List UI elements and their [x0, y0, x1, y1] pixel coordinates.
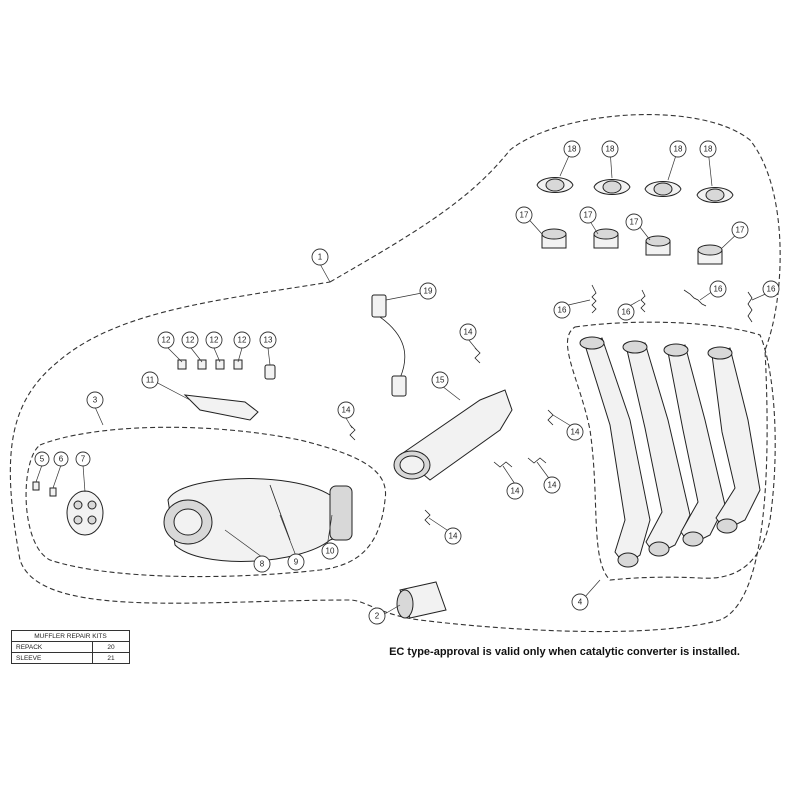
- springs-16: [591, 284, 753, 323]
- callout-number: 16: [767, 285, 776, 294]
- callout-number: 7: [81, 455, 86, 464]
- callout-number: 14: [548, 481, 557, 490]
- callout-17c: 17: [625, 213, 643, 231]
- group-4-outline: [566, 321, 776, 581]
- callout-16a: 16: [553, 301, 571, 319]
- callout-number: 3: [93, 396, 98, 405]
- callout-13: 13: [259, 331, 277, 349]
- muffler: [163, 478, 353, 562]
- callout-18b: 18: [601, 140, 619, 158]
- callout-9: 9: [287, 553, 305, 571]
- callout-16b: 16: [617, 303, 635, 321]
- callout-number: 12: [162, 336, 171, 345]
- callout-number: 6: [59, 455, 64, 464]
- callout-number: 13: [264, 336, 273, 345]
- repair-kits-title: MUFFLER REPAIR KITS: [11, 630, 130, 642]
- callout-2: 2: [368, 607, 386, 625]
- callout-number: 15: [436, 376, 445, 385]
- callout-number: 17: [630, 218, 639, 227]
- callout-14b: 14: [337, 401, 355, 419]
- callout-12c: 12: [205, 331, 223, 349]
- flanges-18: [536, 177, 734, 203]
- group-1-outline: [9, 114, 781, 633]
- callout-number: 14: [571, 428, 580, 437]
- callout-12a: 12: [157, 331, 175, 349]
- header-pipes: [579, 336, 761, 568]
- callout-12b: 12: [181, 331, 199, 349]
- callout-4: 4: [571, 593, 589, 611]
- callout-15: 15: [431, 371, 449, 389]
- muffler-repair-kits-table: MUFFLER REPAIR KITS REPACK 20 SLEEVE 21: [11, 630, 130, 664]
- callout-19: 19: [419, 282, 437, 300]
- callout-number: 16: [622, 308, 631, 317]
- callout-16d: 16: [762, 280, 780, 298]
- callout-14c: 14: [566, 423, 584, 441]
- callout-number: 11: [146, 376, 155, 385]
- callout-number: 8: [260, 560, 265, 569]
- callout-18d: 18: [699, 140, 717, 158]
- callout-17d: 17: [731, 221, 749, 239]
- callout-14d: 14: [506, 482, 524, 500]
- callout-number: 14: [342, 406, 351, 415]
- callout-3: 3: [86, 391, 104, 409]
- callout-10: 10: [321, 542, 339, 560]
- group-3-outline: [25, 426, 387, 578]
- callout-number: 2: [375, 612, 380, 621]
- gaskets-17: [541, 228, 723, 265]
- callout-number: 1: [318, 253, 323, 262]
- end-cap-7: [32, 481, 104, 536]
- callout-number: 19: [424, 287, 433, 296]
- callout-number: 16: [558, 306, 567, 315]
- callout-7: 7: [75, 451, 91, 467]
- callout-number: 12: [210, 336, 219, 345]
- callout-number: 18: [606, 145, 615, 154]
- callout-number: 4: [578, 598, 583, 607]
- callout-number: 14: [511, 487, 520, 496]
- callout-5: 5: [34, 451, 50, 467]
- callout-number: 12: [186, 336, 195, 345]
- callout-16c: 16: [709, 280, 727, 298]
- callout-12d: 12: [233, 331, 251, 349]
- ec-approval-note: EC type-approval is valid only when cata…: [389, 646, 740, 658]
- springs-14: [349, 347, 554, 526]
- callout-number: 12: [238, 336, 247, 345]
- callout-number: 14: [449, 532, 458, 541]
- callout-number: 17: [520, 211, 529, 220]
- callout-number: 14: [464, 328, 473, 337]
- callout-number: 18: [704, 145, 713, 154]
- callout-number: 18: [568, 145, 577, 154]
- sensor-19: [371, 294, 407, 397]
- kit-number: 21: [92, 652, 130, 664]
- callout-18a: 18: [563, 140, 581, 158]
- sleeve-2: [396, 581, 447, 619]
- callout-bubbles: 1 2 3 4 5 6 7 8 9 10 11 12 12 12 12 13 1…: [34, 140, 780, 625]
- table-row: SLEEVE 21: [11, 652, 130, 664]
- callout-17b: 17: [579, 206, 597, 224]
- callout-number: 9: [294, 558, 299, 567]
- callout-number: 18: [674, 145, 683, 154]
- callout-17a: 17: [515, 206, 533, 224]
- callout-8: 8: [253, 555, 271, 573]
- callout-14f: 14: [444, 527, 462, 545]
- callout-number: 17: [736, 226, 745, 235]
- callout-6: 6: [53, 451, 69, 467]
- link-pipe-15: [393, 389, 513, 481]
- bracket-11: [177, 359, 276, 421]
- callout-number: 5: [40, 455, 45, 464]
- callout-number: 10: [326, 547, 335, 556]
- callout-1: 1: [311, 248, 329, 266]
- callout-number: 16: [714, 285, 723, 294]
- callout-11: 11: [141, 371, 159, 389]
- callout-number: 17: [584, 211, 593, 220]
- callout-14a: 14: [459, 323, 477, 341]
- callout-18c: 18: [669, 140, 687, 158]
- callout-14e: 14: [543, 476, 561, 494]
